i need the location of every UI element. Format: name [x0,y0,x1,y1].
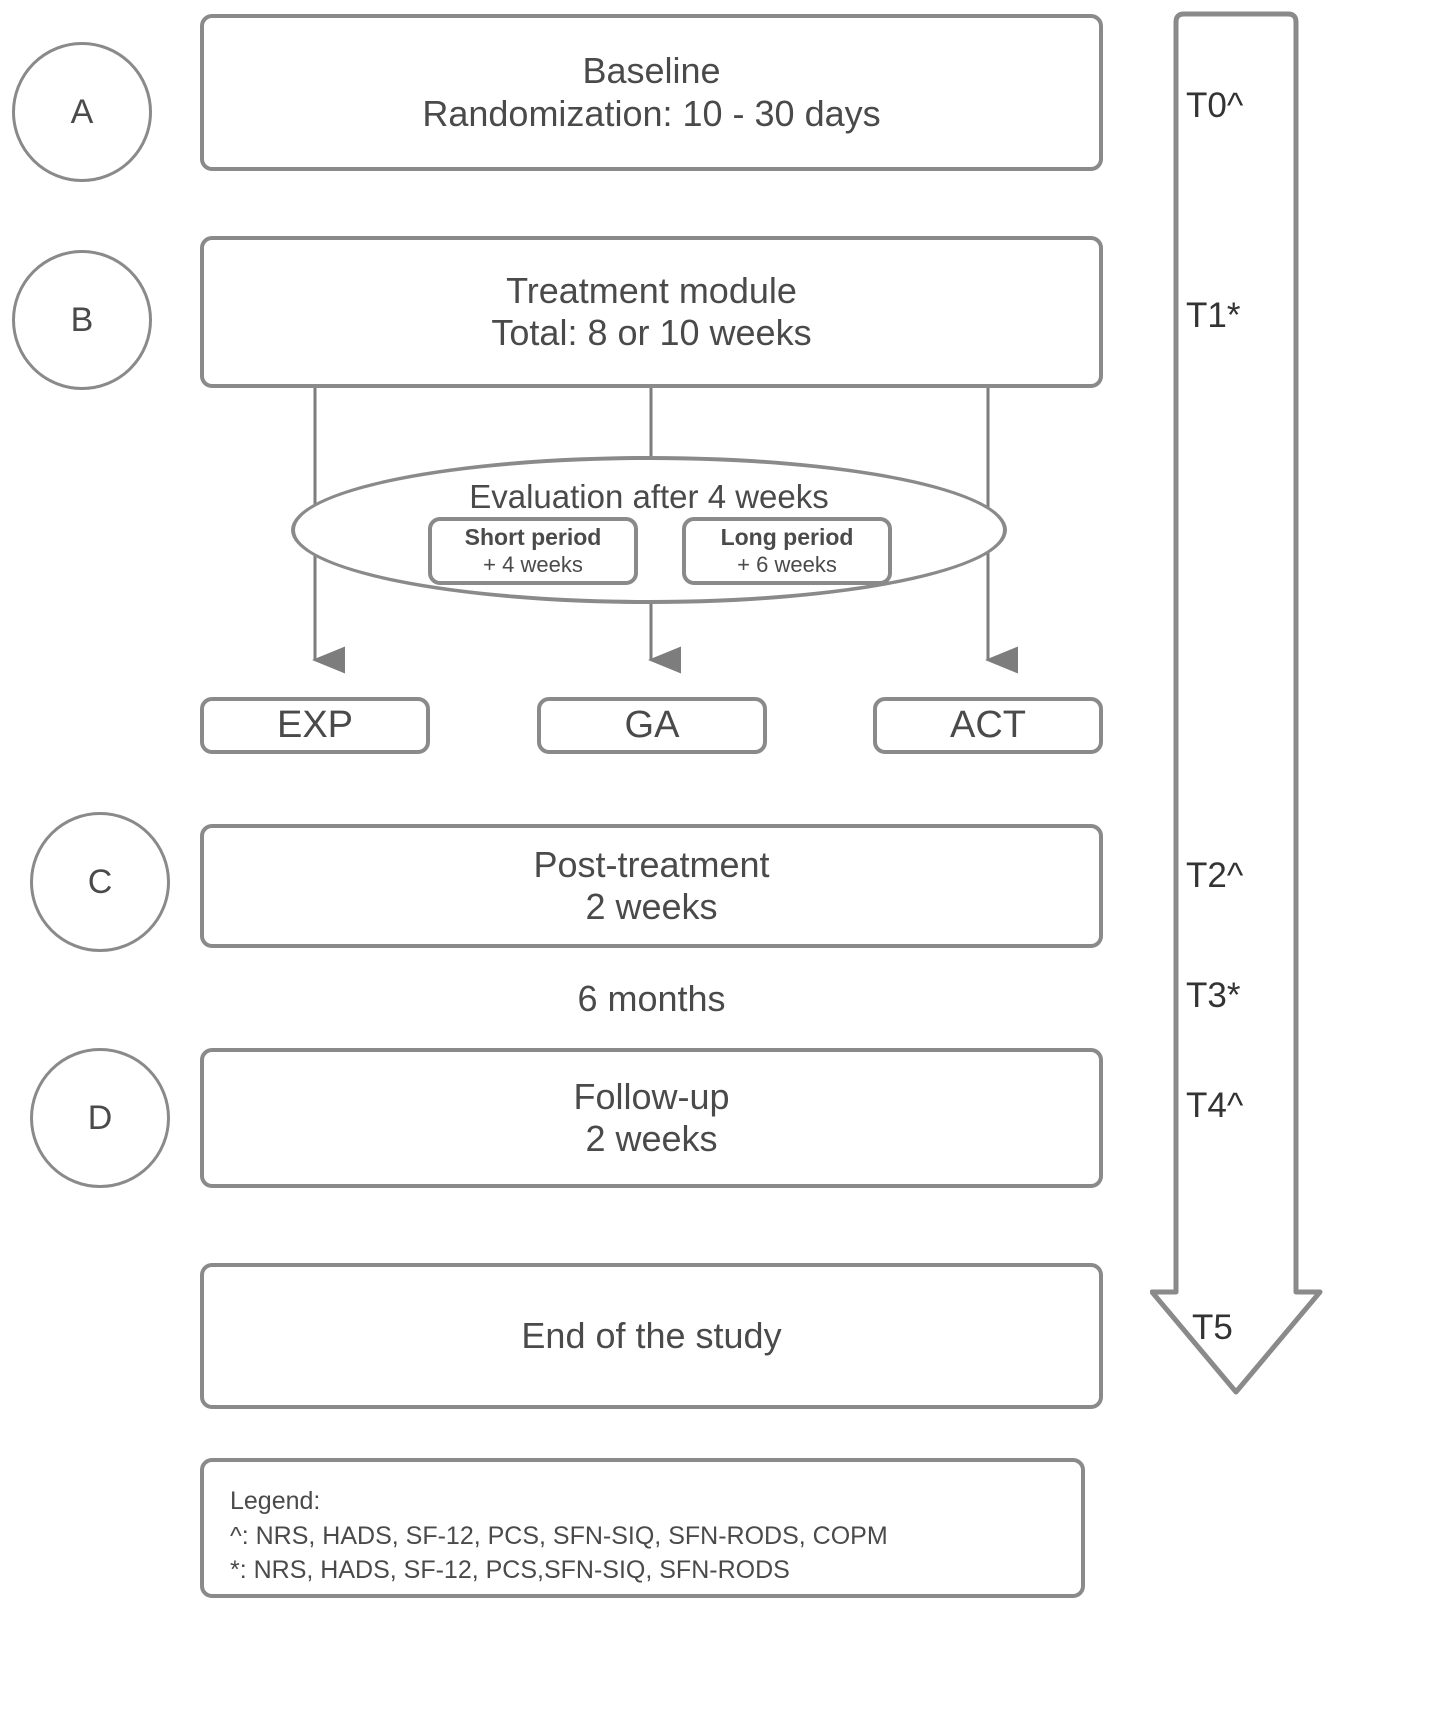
evaluation-ellipse: Evaluation after 4 weeks [291,456,1007,604]
arm-label-act: ACT [950,704,1026,746]
long-period-sub: + 6 weeks [737,551,837,577]
short-period-title: Short period [464,524,602,550]
timeline-label-t3-text: T3* [1186,976,1241,1015]
legend-line-2: *: NRS, HADS, SF-12, PCS,SFN-SIQ, SFN-RO… [230,1556,790,1584]
legend-line-1: ^: NRS, HADS, SF-12, PCS, SFN-SIQ, SFN-R… [230,1521,888,1550]
timeline-label-t4: T4^ [1186,1086,1243,1126]
baseline-subtitle: Randomization: 10 - 30 days [422,92,881,134]
long-period-box: Long period + 6 weeks [682,517,892,585]
treatment-module-subtitle: Total: 8 or 10 weeks [491,312,812,353]
phase-marker-a: A [12,42,152,182]
arm-box-act: ACT [873,697,1103,754]
timeline-label-t5: T5 [1192,1308,1233,1348]
timeline-label-t1: T1* [1186,296,1240,336]
timeline-arrow [1150,11,1323,1395]
timeline-label-t4-text: T4^ [1186,1086,1244,1125]
timeline-label-t5-text: T5 [1192,1308,1233,1347]
arm-label-exp: EXP [276,704,354,746]
timeline-label-t1-text: T1* [1186,296,1241,335]
legend-box: Legend: ^: NRS, HADS, SF-12, PCS, SFN-SI… [200,1458,1085,1598]
short-period-box: Short period + 4 weeks [428,517,638,585]
treatment-module-title: Treatment module [506,269,797,311]
post-treatment-subtitle: 2 weeks [585,886,718,927]
timeline-label-t2: T2^ [1186,856,1243,896]
phase-marker-a-label: A [70,92,94,131]
arm-label-ga: GA [624,704,680,746]
follow-up-title: Follow-up [573,1075,730,1117]
timeline-label-t3: T3* [1186,976,1240,1016]
legend-heading: Legend: [230,1487,321,1515]
interval-label-6-months: 6 months [200,978,1103,1020]
short-period-sub: + 4 weeks [483,551,583,577]
treatment-module-box: Treatment module Total: 8 or 10 weeks [200,236,1103,388]
timeline-label-t0: T0^ [1186,86,1243,126]
phase-marker-c: C [30,812,170,952]
evaluation-title: Evaluation after 4 weeks [469,478,829,515]
phase-marker-d-label: D [87,1098,113,1137]
long-period-title: Long period [720,524,854,550]
arm-box-ga: GA [537,697,767,754]
timeline-label-t2-text: T2^ [1186,856,1244,895]
phase-marker-b: B [12,250,152,390]
baseline-box: Baseline Randomization: 10 - 30 days [200,14,1103,171]
post-treatment-box: Post-treatment 2 weeks [200,824,1103,948]
follow-up-box: Follow-up 2 weeks [200,1048,1103,1188]
phase-marker-d: D [30,1048,170,1188]
interval-text: 6 months [577,978,726,1019]
timeline-label-t0-text: T0^ [1186,86,1244,125]
baseline-title: Baseline [582,50,721,92]
end-of-study-title: End of the study [521,1314,782,1356]
post-treatment-title: Post-treatment [533,843,770,885]
phase-marker-b-label: B [70,300,94,339]
end-of-study-box: End of the study [200,1263,1103,1409]
phase-marker-c-label: C [87,862,113,901]
arm-box-exp: EXP [200,697,430,754]
follow-up-subtitle: 2 weeks [585,1118,718,1159]
